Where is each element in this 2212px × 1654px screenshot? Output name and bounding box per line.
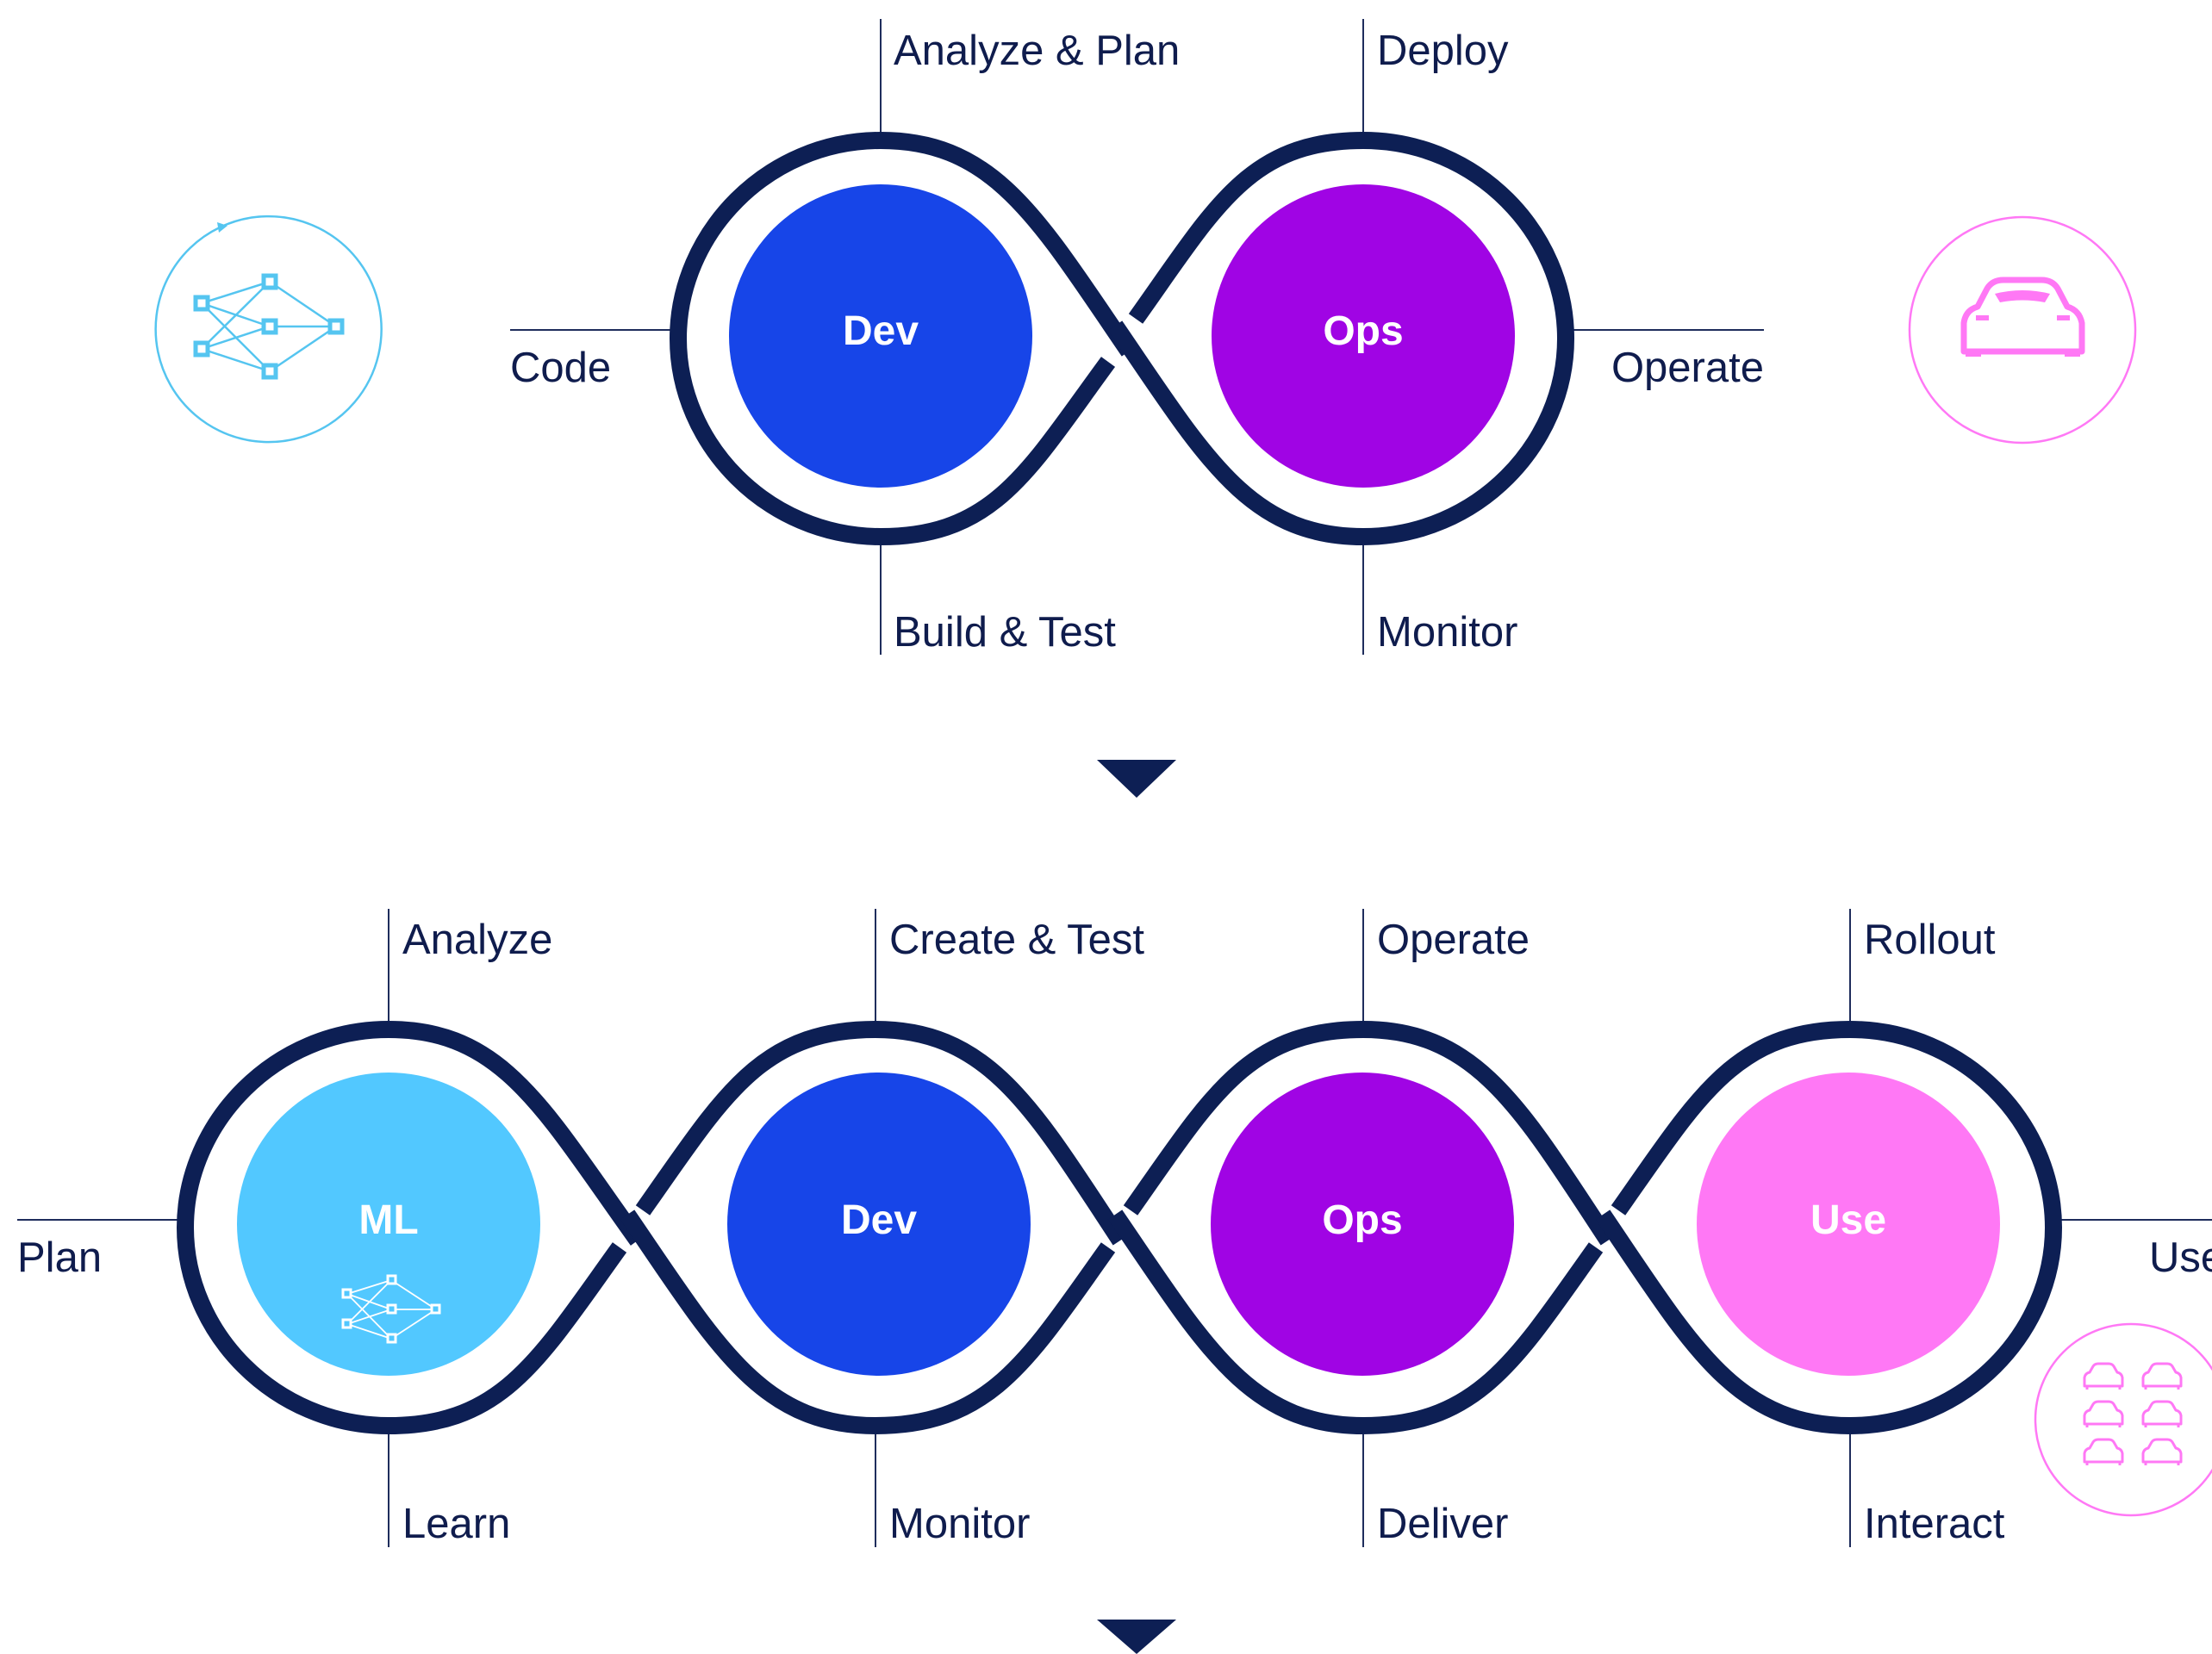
neural-network-cycle-icon xyxy=(154,215,383,444)
small-car-icon xyxy=(2141,1438,2183,1465)
devops-loop: Dev Ops Code Analyze & Plan Deploy Build… xyxy=(154,19,2137,656)
ribbon-arc-ops-bottom xyxy=(1107,1209,1604,1435)
mlops-chain: ML Dev Ops Use Plan Use Ana xyxy=(17,909,2212,1547)
label-build-test: Build & Test xyxy=(894,609,1116,656)
bottom-leader-lines xyxy=(17,909,2212,1547)
ribbon-arc-dev-bottom xyxy=(620,1209,1116,1435)
ops-circle-2 xyxy=(1211,1073,1514,1376)
label-analyze-plan: Analyze & Plan xyxy=(894,28,1180,74)
down-arrow-icon xyxy=(1097,760,1176,798)
ml-circle xyxy=(237,1073,540,1376)
neural-network-icon xyxy=(341,1274,441,1344)
label-monitor-2: Monitor xyxy=(889,1501,1030,1547)
label-code: Code xyxy=(510,345,611,391)
dev-label: Dev xyxy=(843,308,919,354)
label-use: Use xyxy=(2149,1234,2212,1281)
car-icon xyxy=(1908,215,2137,445)
small-car-icon xyxy=(2083,1362,2124,1390)
label-deploy: Deploy xyxy=(1377,28,1509,74)
ops-label: Ops xyxy=(1323,308,1403,354)
ribbon-left-arc xyxy=(669,131,1137,546)
small-car-icon xyxy=(2141,1400,2183,1427)
small-car-icon xyxy=(2141,1362,2183,1390)
label-interact: Interact xyxy=(1864,1501,2005,1547)
use-circle xyxy=(1697,1073,2000,1376)
label-monitor: Monitor xyxy=(1377,609,1517,656)
label-plan: Plan xyxy=(17,1234,102,1281)
ops-circle xyxy=(1212,184,1515,488)
ribbon-arc-dev-top xyxy=(635,1020,1128,1246)
label-operate: Operate xyxy=(1611,345,1764,391)
small-car-icon xyxy=(2083,1400,2124,1427)
label-analyze: Analyze xyxy=(402,917,552,963)
dev-circle-2 xyxy=(727,1073,1031,1376)
mlops-chain-ribbon xyxy=(176,1020,2063,1435)
ops-label-2: Ops xyxy=(1322,1197,1402,1243)
dev-label-2: Dev xyxy=(841,1197,917,1243)
car-fleet-icon xyxy=(2034,1322,2212,1517)
label-operate-2: Operate xyxy=(1377,917,1530,963)
label-rollout: Rollout xyxy=(1864,917,1996,963)
label-learn: Learn xyxy=(402,1501,510,1547)
down-arrow-icon xyxy=(1097,1620,1176,1654)
use-label: Use xyxy=(1810,1197,1886,1243)
small-car-icon xyxy=(2083,1438,2124,1465)
dev-circle xyxy=(729,184,1032,488)
ribbon-arc-use xyxy=(1595,1020,2063,1435)
top-leader-lines xyxy=(510,19,1764,655)
ribbon-right-arc xyxy=(1107,131,1575,546)
devops-infinity-ribbon xyxy=(669,131,1575,546)
ribbon-arc-ops-top xyxy=(1123,1020,1616,1246)
ml-label: ML xyxy=(358,1197,418,1243)
label-create-test: Create & Test xyxy=(889,917,1144,963)
label-deliver: Deliver xyxy=(1377,1501,1508,1547)
ribbon-arc-ml xyxy=(176,1020,645,1435)
